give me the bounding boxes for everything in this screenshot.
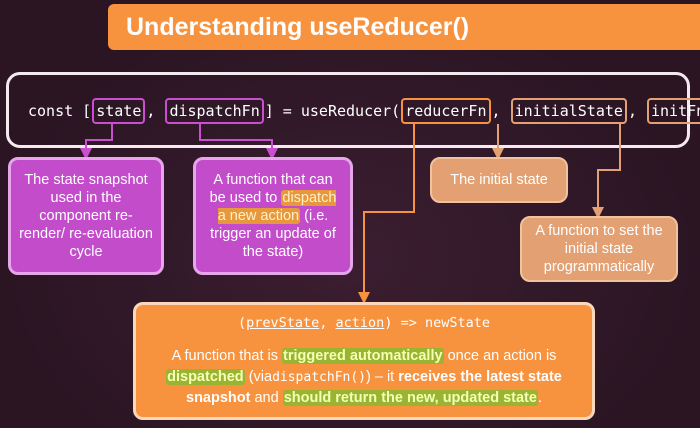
sig-comma: ,	[319, 314, 336, 331]
reducer-highlight-return: should return the new, updated state	[282, 389, 538, 406]
reducer-text-5: and	[254, 389, 279, 406]
title-text: Understanding useReducer()	[126, 12, 470, 41]
reducer-text-2: once an action is	[447, 347, 557, 364]
reducer-text-1: A function that is	[171, 347, 278, 364]
code-frame	[6, 72, 690, 148]
dispatch-description-box: A function that can be used to dispatch …	[193, 157, 353, 275]
arrow-dispatch	[199, 124, 278, 160]
init-fn-description: A function to set the initial state prog…	[535, 223, 663, 275]
code-sep2: ,	[491, 102, 510, 120]
dispatch-description: A function that can be used to dispatch …	[204, 171, 342, 261]
dispatch-text-1: A function that can be used to	[209, 172, 333, 206]
reducer-bold-receives: receives the latest state snapshot	[186, 368, 562, 406]
reducer-box: (prevState, action) => newState A functi…	[133, 302, 595, 420]
code-sep3: ,	[627, 102, 646, 120]
reducer-text-4: ) – it	[366, 368, 395, 385]
code-init-fn: initFn	[647, 98, 700, 124]
code-reducer: reducerFn	[401, 98, 491, 124]
initial-state-description: The initial state	[450, 172, 548, 188]
reducer-period: .	[537, 389, 542, 406]
init-fn-box: A function to set the initial state prog…	[520, 216, 678, 282]
state-description: The state snapshot used in the component…	[19, 172, 153, 260]
state-description-box: The state snapshot used in the component…	[8, 157, 164, 275]
reducer-code-dispatchfn: dispatchFn()	[272, 369, 366, 385]
reducer-signature: (prevState, action) => newState	[238, 314, 490, 332]
code-state: state	[92, 98, 146, 124]
reducer-highlight-triggered: triggered automatically	[282, 347, 444, 364]
sig-open: (	[237, 314, 247, 331]
code-prefix: const [	[28, 102, 92, 120]
code-mid: ] = useReducer(	[264, 102, 401, 120]
arrow-state	[80, 124, 113, 160]
sig-close: ) => newState	[384, 314, 490, 331]
sig-prev-state: prevState	[246, 314, 320, 331]
arrow-initfn	[592, 124, 621, 219]
code-dispatch: dispatchFn	[165, 98, 264, 124]
arrow-reducer-a	[358, 124, 415, 304]
sig-action: action	[335, 314, 385, 331]
code-initial-state: initialState	[510, 98, 627, 124]
code-sep1: ,	[146, 102, 165, 120]
reducer-description: A function that is triggered automatical…	[150, 346, 578, 409]
initial-state-box: The initial state	[430, 157, 568, 203]
reducer-highlight-dispatched: dispatched	[166, 368, 245, 385]
dispatch-text-2: (i.e. trigger an update of the state)	[210, 208, 336, 260]
reducer-text-3: (via	[248, 368, 273, 385]
slide-title: Understanding useReducer()	[108, 4, 700, 50]
code-line: const [state, dispatchFn] = useReducer(r…	[28, 97, 700, 125]
